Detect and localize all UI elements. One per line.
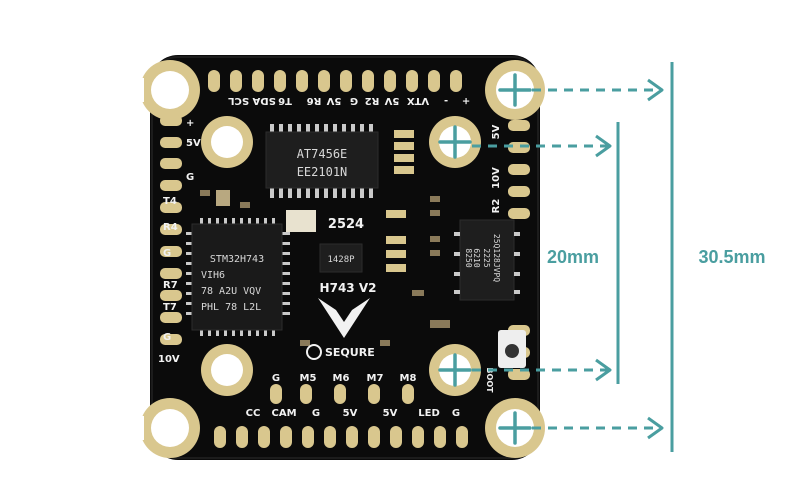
top-pad-labels: SDA SCL T6 R6 5V G R2 5V VTX - +	[228, 95, 471, 106]
pad-label: M7	[367, 373, 384, 384]
pad-label: 5V	[383, 408, 398, 419]
pad-label: 5V	[186, 138, 201, 149]
sensor-module	[286, 210, 316, 232]
small-chip: 1428P	[319, 243, 363, 273]
pad-label: R6	[307, 95, 322, 106]
pad-label: CAM	[271, 408, 296, 419]
pad-label: R4	[163, 222, 178, 233]
mcu-line4: PHL 78 L2L	[201, 302, 261, 313]
brand-name: SEQURE	[325, 346, 375, 359]
osd-chip-line1: AT7456E	[297, 147, 348, 161]
bottom-lower-solder-pads	[214, 426, 468, 448]
bottom-pad-labels: G M5 M6 M7 M8 CC CAM G 5V 5V LED G	[246, 373, 460, 419]
pad-label: G	[350, 95, 358, 106]
flash-line2: 2225	[482, 248, 491, 267]
pad-label: +	[462, 95, 470, 106]
flash-line4: 8250	[464, 248, 473, 267]
mcu-line3: 78 A2U VQV	[201, 286, 261, 297]
dimension-label-outer: 30.5mm	[698, 247, 765, 267]
pad-label: G	[163, 248, 171, 259]
pad-label: 5V	[326, 95, 341, 106]
pad-label: T4	[163, 196, 177, 207]
small-chip-text: 1428P	[327, 255, 355, 265]
flash-chip: 25Q128JVPQ 2225 6210 8250	[454, 219, 520, 301]
flash-line3: 6210	[472, 248, 481, 267]
left-pad-labels: + 5V G T4 R4 G R7 T7 G 10V	[158, 118, 201, 365]
dimension-arrows	[472, 78, 664, 440]
pad-label: 10V	[158, 354, 180, 365]
sequre-logo-mark	[318, 298, 370, 338]
left-solder-pads	[160, 115, 182, 345]
brand-logo: SEQURE	[306, 344, 375, 360]
flash-line1: 25Q128JVPQ	[492, 234, 501, 282]
bottom-upper-solder-pads	[270, 384, 414, 404]
pad-label: M5	[300, 373, 317, 384]
corner-mounting-pads	[128, 60, 545, 458]
osd-chip: AT7456E EE2101N	[265, 124, 379, 198]
boot-button: BOOT	[485, 330, 526, 393]
pad-label: R7	[163, 280, 178, 291]
pad-label: T7	[163, 302, 177, 313]
pad-label: T6	[278, 95, 292, 106]
mcu-chip: STM32H743 VIH6 78 A2U VQV PHL 78 L2L	[186, 218, 290, 336]
pad-label: G	[272, 373, 280, 384]
pad-label: 5V	[343, 408, 358, 419]
pad-label: 5V	[384, 95, 399, 106]
batch-label: 2524	[328, 217, 364, 232]
pad-label: M8	[400, 373, 417, 384]
dimension-label-inner: 20mm	[547, 247, 599, 267]
pad-label: G	[163, 332, 171, 343]
osd-chip-line2: EE2101N	[297, 165, 348, 179]
model-label: H743 V2	[320, 281, 377, 295]
pad-label: G	[186, 172, 194, 183]
passive-components	[200, 130, 450, 346]
pad-label: -	[444, 95, 448, 106]
mcu-line1: STM32H743	[210, 254, 264, 265]
pad-label: 10V	[491, 167, 502, 189]
hole-crosshairs	[438, 73, 532, 445]
pad-label: VTX	[407, 95, 430, 106]
pad-label: +	[186, 118, 194, 129]
pad-label: G	[452, 408, 460, 419]
mcu-line2: VIH6	[201, 270, 225, 281]
right-pad-labels: 5V 10V R2	[491, 124, 502, 213]
pad-label: R2	[365, 95, 380, 106]
led-indicator	[216, 190, 230, 206]
pad-label: LED	[418, 408, 440, 419]
pad-label: CC	[246, 408, 261, 419]
pad-label: G	[312, 408, 320, 419]
pad-label: SDA SCL	[228, 95, 276, 106]
boot-label: BOOT	[485, 367, 494, 393]
pad-label: M6	[333, 373, 350, 384]
pad-label: 5V	[491, 124, 502, 139]
top-solder-pads	[208, 70, 462, 92]
pad-label: R2	[491, 199, 502, 214]
